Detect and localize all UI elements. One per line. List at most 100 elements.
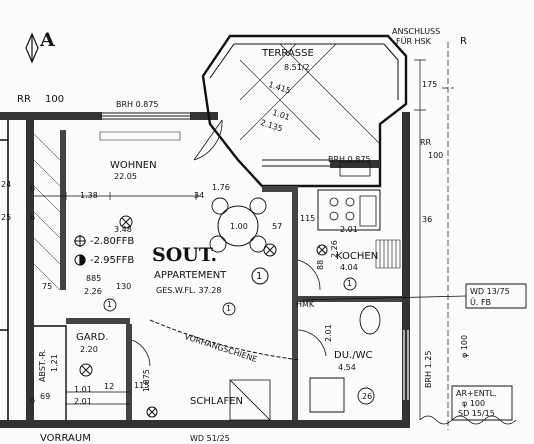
- dim-line-living: [34, 192, 200, 200]
- dim-12: 12: [104, 382, 115, 391]
- wd-note-1: WD 13/75: [470, 287, 510, 296]
- dim-6b: 6: [30, 213, 36, 222]
- kitchen-window: [339, 161, 371, 177]
- exterior-wall-left: [26, 120, 34, 420]
- level-marker-1: [74, 235, 86, 247]
- wd-box: [465, 283, 527, 309]
- kitchen-name: KOCHEN: [336, 251, 379, 262]
- dim-26: 26: [362, 392, 373, 401]
- dim-rr-right: RR: [420, 138, 432, 147]
- terrace-inner: [209, 43, 399, 100]
- dim-line-right: [414, 59, 426, 420]
- dim-57: 57: [272, 222, 283, 231]
- dim-1-38: 1.38: [80, 191, 98, 200]
- left-column-wall: [0, 120, 9, 420]
- ar-entl-2: φ 100: [462, 399, 486, 408]
- light-symbol-5: [146, 406, 158, 418]
- ar-circles: [419, 415, 517, 425]
- exterior-wall-top-mid: [190, 112, 218, 120]
- hob-burner-1: [329, 197, 339, 207]
- door-bedroom-swing: [131, 339, 151, 367]
- dim-885: 885: [86, 274, 102, 283]
- unit-circle-2: [222, 302, 236, 316]
- storage-area: 1.21: [50, 354, 59, 372]
- wall-wardrobe: [66, 318, 130, 324]
- window-top-left: [102, 112, 190, 120]
- dining-table: [217, 205, 259, 247]
- unit-circle-main: [251, 267, 269, 285]
- radiator-kitchen: [375, 239, 401, 269]
- dim-115: 115: [300, 214, 316, 223]
- dim-line-right-2: [442, 42, 454, 430]
- kitchen-counter: [317, 189, 381, 231]
- dim-6a: 6: [30, 184, 36, 193]
- unit-number: 1: [256, 271, 263, 282]
- wc-sink: [357, 387, 375, 405]
- floor-level-1: -2.80FFB: [90, 236, 135, 247]
- wall-bottom: [0, 420, 410, 428]
- terrace-area: 8.51/2: [284, 63, 310, 72]
- wc-toilet: [359, 305, 381, 335]
- dim-2-01a: 2.01: [340, 225, 358, 234]
- wd-bottom: WD 51/25: [190, 434, 230, 443]
- window-right: [403, 330, 409, 400]
- floor-level-2: -2.95FFB: [90, 255, 135, 266]
- hob-burner-2: [345, 197, 355, 207]
- dim-1-76: 1.76: [212, 183, 230, 192]
- ar-entl-1: AR+ENTL.: [456, 389, 497, 398]
- dining-chair-4: [249, 235, 267, 253]
- rr-left-value: 100: [45, 94, 65, 105]
- wall-storage: [34, 325, 67, 420]
- dim-2-01c: 2.01: [74, 397, 92, 406]
- title-main: SOUT.: [152, 244, 218, 266]
- light-symbol-3: [79, 363, 93, 377]
- wc-shower: [309, 377, 345, 413]
- dim-24: 24: [1, 180, 12, 189]
- kitchen-area: 4.04: [340, 263, 358, 272]
- dining-chair-2: [249, 197, 267, 215]
- dining-chair-1: [211, 197, 229, 215]
- hob-burner-4: [345, 211, 355, 221]
- dim-175: 175: [422, 80, 438, 89]
- hmk-label: HMK: [296, 300, 315, 309]
- dim-88: 88: [316, 259, 325, 270]
- dim-1-00: 1.00: [230, 222, 248, 231]
- hob-burner-3: [329, 211, 339, 221]
- terrace-name: TERRASSE: [262, 48, 314, 59]
- connection-note-1: ANSCHLUSS: [392, 27, 441, 36]
- wall-living-left: [60, 130, 66, 290]
- exterior-wall-right: [402, 112, 410, 420]
- floor-level-3: 2.26: [84, 287, 102, 296]
- level-marker-2: [74, 254, 86, 266]
- exterior-wall-top: [0, 112, 102, 120]
- dim-line-bottom: [66, 391, 130, 405]
- unit-marker-4: 1: [107, 300, 113, 309]
- dim-brh-right: BRH 0.875: [328, 155, 371, 164]
- wall-bedroom-left: [126, 324, 132, 420]
- storage-name: ABST.-R.: [38, 348, 47, 382]
- door-terrace-swing: [193, 119, 223, 161]
- dining-chair-3: [209, 235, 227, 253]
- sheet-mark: A: [40, 29, 55, 51]
- wc-name: DU./WC: [334, 350, 373, 361]
- dim-115b: 115: [134, 381, 150, 390]
- dim-2-26: 2.26: [330, 240, 339, 258]
- terrace-outline: [201, 34, 408, 188]
- wd-note-2: Ü. FB: [470, 298, 492, 307]
- wall-upper-right: [262, 186, 292, 192]
- r-mark: R: [460, 36, 467, 47]
- north-arrow-icon: [25, 32, 39, 64]
- dim-69: 69: [40, 392, 51, 401]
- ar-entl-3: SD 15/15: [458, 409, 495, 418]
- door-wc-swing: [297, 329, 327, 357]
- wall-wc-left: [292, 302, 298, 420]
- phi-100-vertical: φ 100: [460, 334, 469, 358]
- dim-130: 130: [116, 282, 132, 291]
- ar-box: [451, 385, 513, 421]
- terrace-door: [262, 159, 330, 167]
- bedroom-wardrobe: [229, 379, 271, 421]
- terrace-grid-1: [239, 43, 381, 145]
- dim-36: 36: [422, 215, 433, 224]
- door-kitchen-swing: [297, 259, 321, 291]
